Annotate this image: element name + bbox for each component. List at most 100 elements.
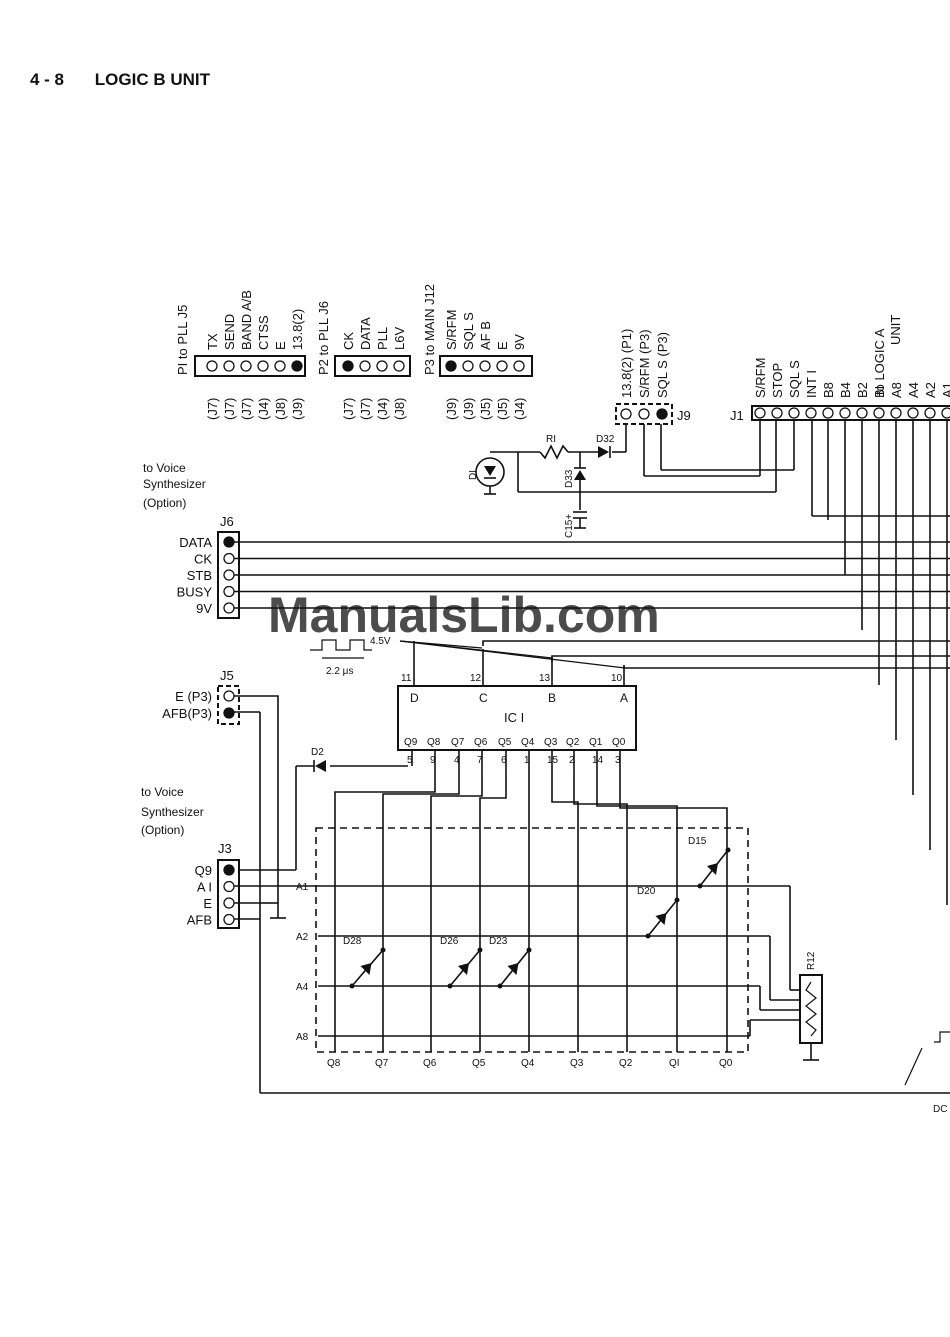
matrix-row-label-3: A8: [296, 1032, 309, 1043]
d1-label: DI: [468, 470, 479, 480]
matrix-col-label-0: Q8: [327, 1058, 341, 1069]
ic1-output-pin-3: 7: [477, 755, 483, 766]
j3-name: J3: [218, 841, 232, 856]
d15-diode-mark: [707, 863, 718, 875]
j1-pin-11: [941, 407, 950, 419]
d15-node-b: [725, 847, 731, 853]
d23-diode-mark: [507, 963, 519, 975]
j6-pin-3: [223, 585, 235, 598]
ic1-output-label-3: Q6: [474, 737, 488, 748]
j6-name: J6: [220, 514, 234, 529]
matrix-col-label-4: Q4: [521, 1058, 535, 1069]
bottom-bus: DC: [259, 712, 950, 1115]
j1-pin-10: [924, 407, 936, 419]
j1-name: J1: [730, 408, 744, 423]
j1-pin-9: [907, 407, 919, 419]
p3-pin-0: [445, 360, 457, 372]
j1-pin-label-11: A1: [940, 382, 950, 398]
j3-pin-label-0: Q9: [195, 863, 212, 878]
ic1-output-label-5: Q4: [521, 737, 535, 748]
ic1-name: IC I: [504, 710, 524, 725]
connector-p1: PI to PLL J5 TX(J7)SEND(J7)BAND A/B(J7)C…: [175, 290, 306, 420]
p2-title: P2 to PLL J6: [316, 301, 331, 375]
page-header: 4 - 8 LOGIC B UNIT: [30, 70, 210, 90]
j9-pin-1: [638, 408, 650, 420]
ic1-output-wire-3: [430, 770, 483, 1052]
p3-pin-1: [462, 360, 474, 372]
ic1-input-label-1: C: [479, 691, 488, 705]
d32-diode: [598, 446, 609, 458]
p1-pin-ref-3: (J4): [256, 398, 271, 420]
p2-pin-ref-1: (J7): [358, 398, 373, 420]
p1-title: PI to PLL J5: [175, 305, 190, 375]
ic1-body: [397, 685, 637, 751]
j1-pin-label-9: A4: [906, 382, 921, 398]
p1-pin-label-1: SEND: [222, 314, 237, 350]
j9-pin-label-1: S/RFM (P3): [637, 329, 652, 398]
j9-pin-2: [656, 408, 668, 420]
p1-pin-label-4: E: [273, 341, 288, 350]
ic1-output-label-6: Q3: [544, 737, 558, 748]
p2-pin-label-0: CK: [341, 332, 356, 350]
j1-pin-label-3: INT I: [804, 370, 819, 398]
p1-pin-5: [291, 360, 303, 372]
connector-p2: P2 to PLL J6 CK(J7)DATA(J7)PLL(J4)L6V(J8…: [316, 301, 411, 420]
p1-pin-ref-1: (J7): [222, 398, 237, 420]
d28-label: D28: [343, 936, 362, 947]
ic1-output-wire-8: [596, 770, 678, 1052]
p3-pin-ref-0: (J9): [444, 398, 459, 420]
ic1-input-pin-2: 13: [539, 673, 551, 684]
p1-pin-ref-2: (J7): [239, 398, 254, 420]
p3-pin-3: [496, 360, 508, 372]
ic1-input-pin-0: 11: [401, 673, 412, 684]
ic1-output-label-0: Q9: [404, 737, 418, 748]
edge-label: DC: [933, 1104, 947, 1115]
r1-resistor: [539, 444, 569, 460]
j6-pin-label-3: BUSY: [177, 585, 213, 600]
waveform-period: 2.2 μs: [326, 666, 353, 677]
j1-pin-label-0: S/RFM: [753, 358, 768, 398]
j1-pin-label-5: B4: [838, 382, 853, 398]
ic1-output-wire-2: [382, 770, 460, 1052]
ic1-output-label-4: Q5: [498, 737, 512, 748]
d26-node-b: [477, 947, 483, 953]
ic1-output-pin-4: 6: [501, 755, 507, 766]
j3-pin-label-1: A I: [197, 880, 212, 895]
p3-pin-ref-1: (J9): [461, 398, 476, 420]
p3-pin-label-3: E: [495, 341, 510, 350]
d20-diode-mark: [655, 913, 667, 925]
j1-pin-label-6: B2: [855, 382, 870, 398]
j6-pin-label-4: 9V: [196, 601, 212, 616]
j9-pin-label-0: 13.8(2) (P1): [619, 329, 634, 398]
j6-pin-0: [223, 536, 235, 548]
ic1-output-pin-1: 9: [430, 755, 436, 766]
p3-pin-label-1: SQL S: [461, 312, 476, 350]
d26-node-a: [447, 983, 453, 989]
j1-pin-0: [754, 407, 766, 419]
j6-note-line2: Synthesizer: [143, 477, 206, 491]
d26-diode-mark: [458, 963, 469, 975]
connector-p3: P3 to MAIN J12 S/RFM(J9)SQL S(J9)AF B(J5…: [422, 284, 533, 420]
p1-pin-label-3: CTSS: [256, 315, 271, 350]
j1-pin-label-2: SQL S: [787, 360, 802, 398]
p1-pin-label-2: BAND A/B: [239, 290, 254, 350]
p3-pin-label-0: S/RFM: [444, 310, 459, 350]
p3-pin-label-4: 9V: [512, 334, 527, 350]
d2-label: D2: [311, 747, 324, 758]
ic1-output-wire-9: [619, 770, 728, 1052]
d15-node-a: [697, 883, 703, 889]
j1-body: [751, 405, 950, 421]
j5-pin-label-0: E (P3): [175, 689, 212, 704]
j1-pin-2: [788, 407, 800, 419]
j1-dest-line2: UNIT: [888, 315, 903, 345]
connector-j5: J5 E (P3)AFB(P3): [162, 668, 279, 903]
ic1-input-pin-1: 12: [470, 673, 482, 684]
r1-label: RI: [546, 434, 556, 445]
j3-pin-3: [223, 913, 235, 926]
j1-pin-3: [805, 407, 817, 419]
j5-pin-1: [223, 707, 235, 719]
p2-pin-1: [359, 360, 371, 372]
